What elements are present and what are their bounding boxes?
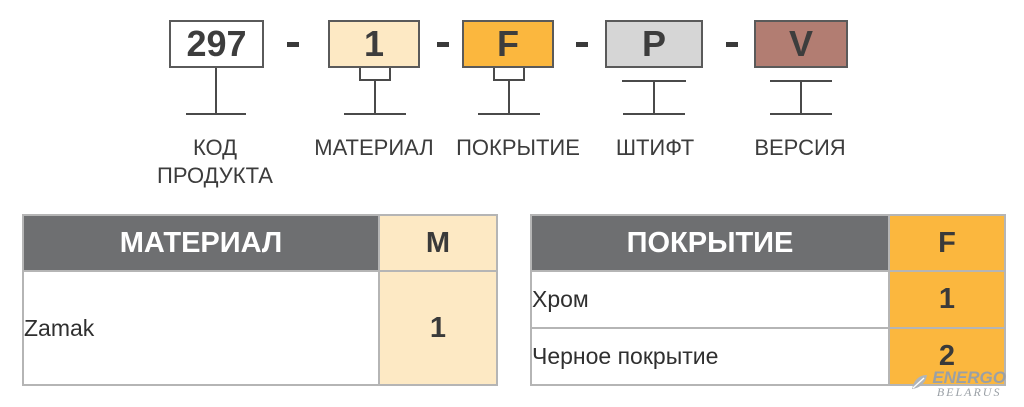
code-box-coating: F [462,20,554,68]
coating-table: ПОКРЫТИЕ F Хром 1 Черное покрытие 2 [530,214,1006,386]
code-box-product: 297 [169,20,264,68]
label-pin: ШТИФТ [615,135,695,160]
connector-tee [344,113,406,115]
connector-tee [770,113,832,115]
coating-table-header: ПОКРЫТИЕ [530,214,890,272]
watermark-text: ENERGO [932,368,1006,387]
material-code: 1 [378,270,498,386]
connector-line [215,68,217,114]
table-row: Zamak 1 [22,270,498,386]
coating-code: 2 [888,327,1006,386]
code-separator [287,42,299,47]
code-box-material: 1 [328,20,420,68]
connector-line [508,80,510,114]
code-separator [726,42,738,47]
watermark-subtext: BELARUS [936,385,1002,399]
connector-line [653,80,655,114]
connector-tee [478,113,540,115]
connector-tee [623,113,685,115]
label-version: ВЕРСИЯ [754,135,846,160]
code-box-version: V [754,20,848,68]
watermark-logo: ENERGO BELARUS [912,368,1006,399]
material-code-header: M [378,214,498,272]
code-separator [576,42,588,47]
coating-code: 1 [888,270,1006,329]
label-product-code: КОД ПРОДУКТА [157,135,273,188]
connector-line [800,80,802,114]
coating-name: Хром [530,270,890,329]
connector-line [374,80,376,114]
material-table-header: МАТЕРИАЛ [22,214,380,272]
code-box-pin: P [605,20,703,68]
leaf-icon [912,375,928,389]
connector-tee [186,113,246,115]
coating-code-header: F [888,214,1006,272]
material-table: МАТЕРИАЛ M Zamak 1 [22,214,498,386]
material-name: Zamak [22,270,380,386]
code-separator [437,42,449,47]
table-row: Хром 1 [530,270,1006,329]
table-row: Черное покрытие 2 [530,327,1006,386]
coating-name: Черное покрытие [530,327,890,386]
label-material: МАТЕРИАЛ [314,135,434,160]
label-coating: ПОКРЫТИЕ [456,135,580,160]
